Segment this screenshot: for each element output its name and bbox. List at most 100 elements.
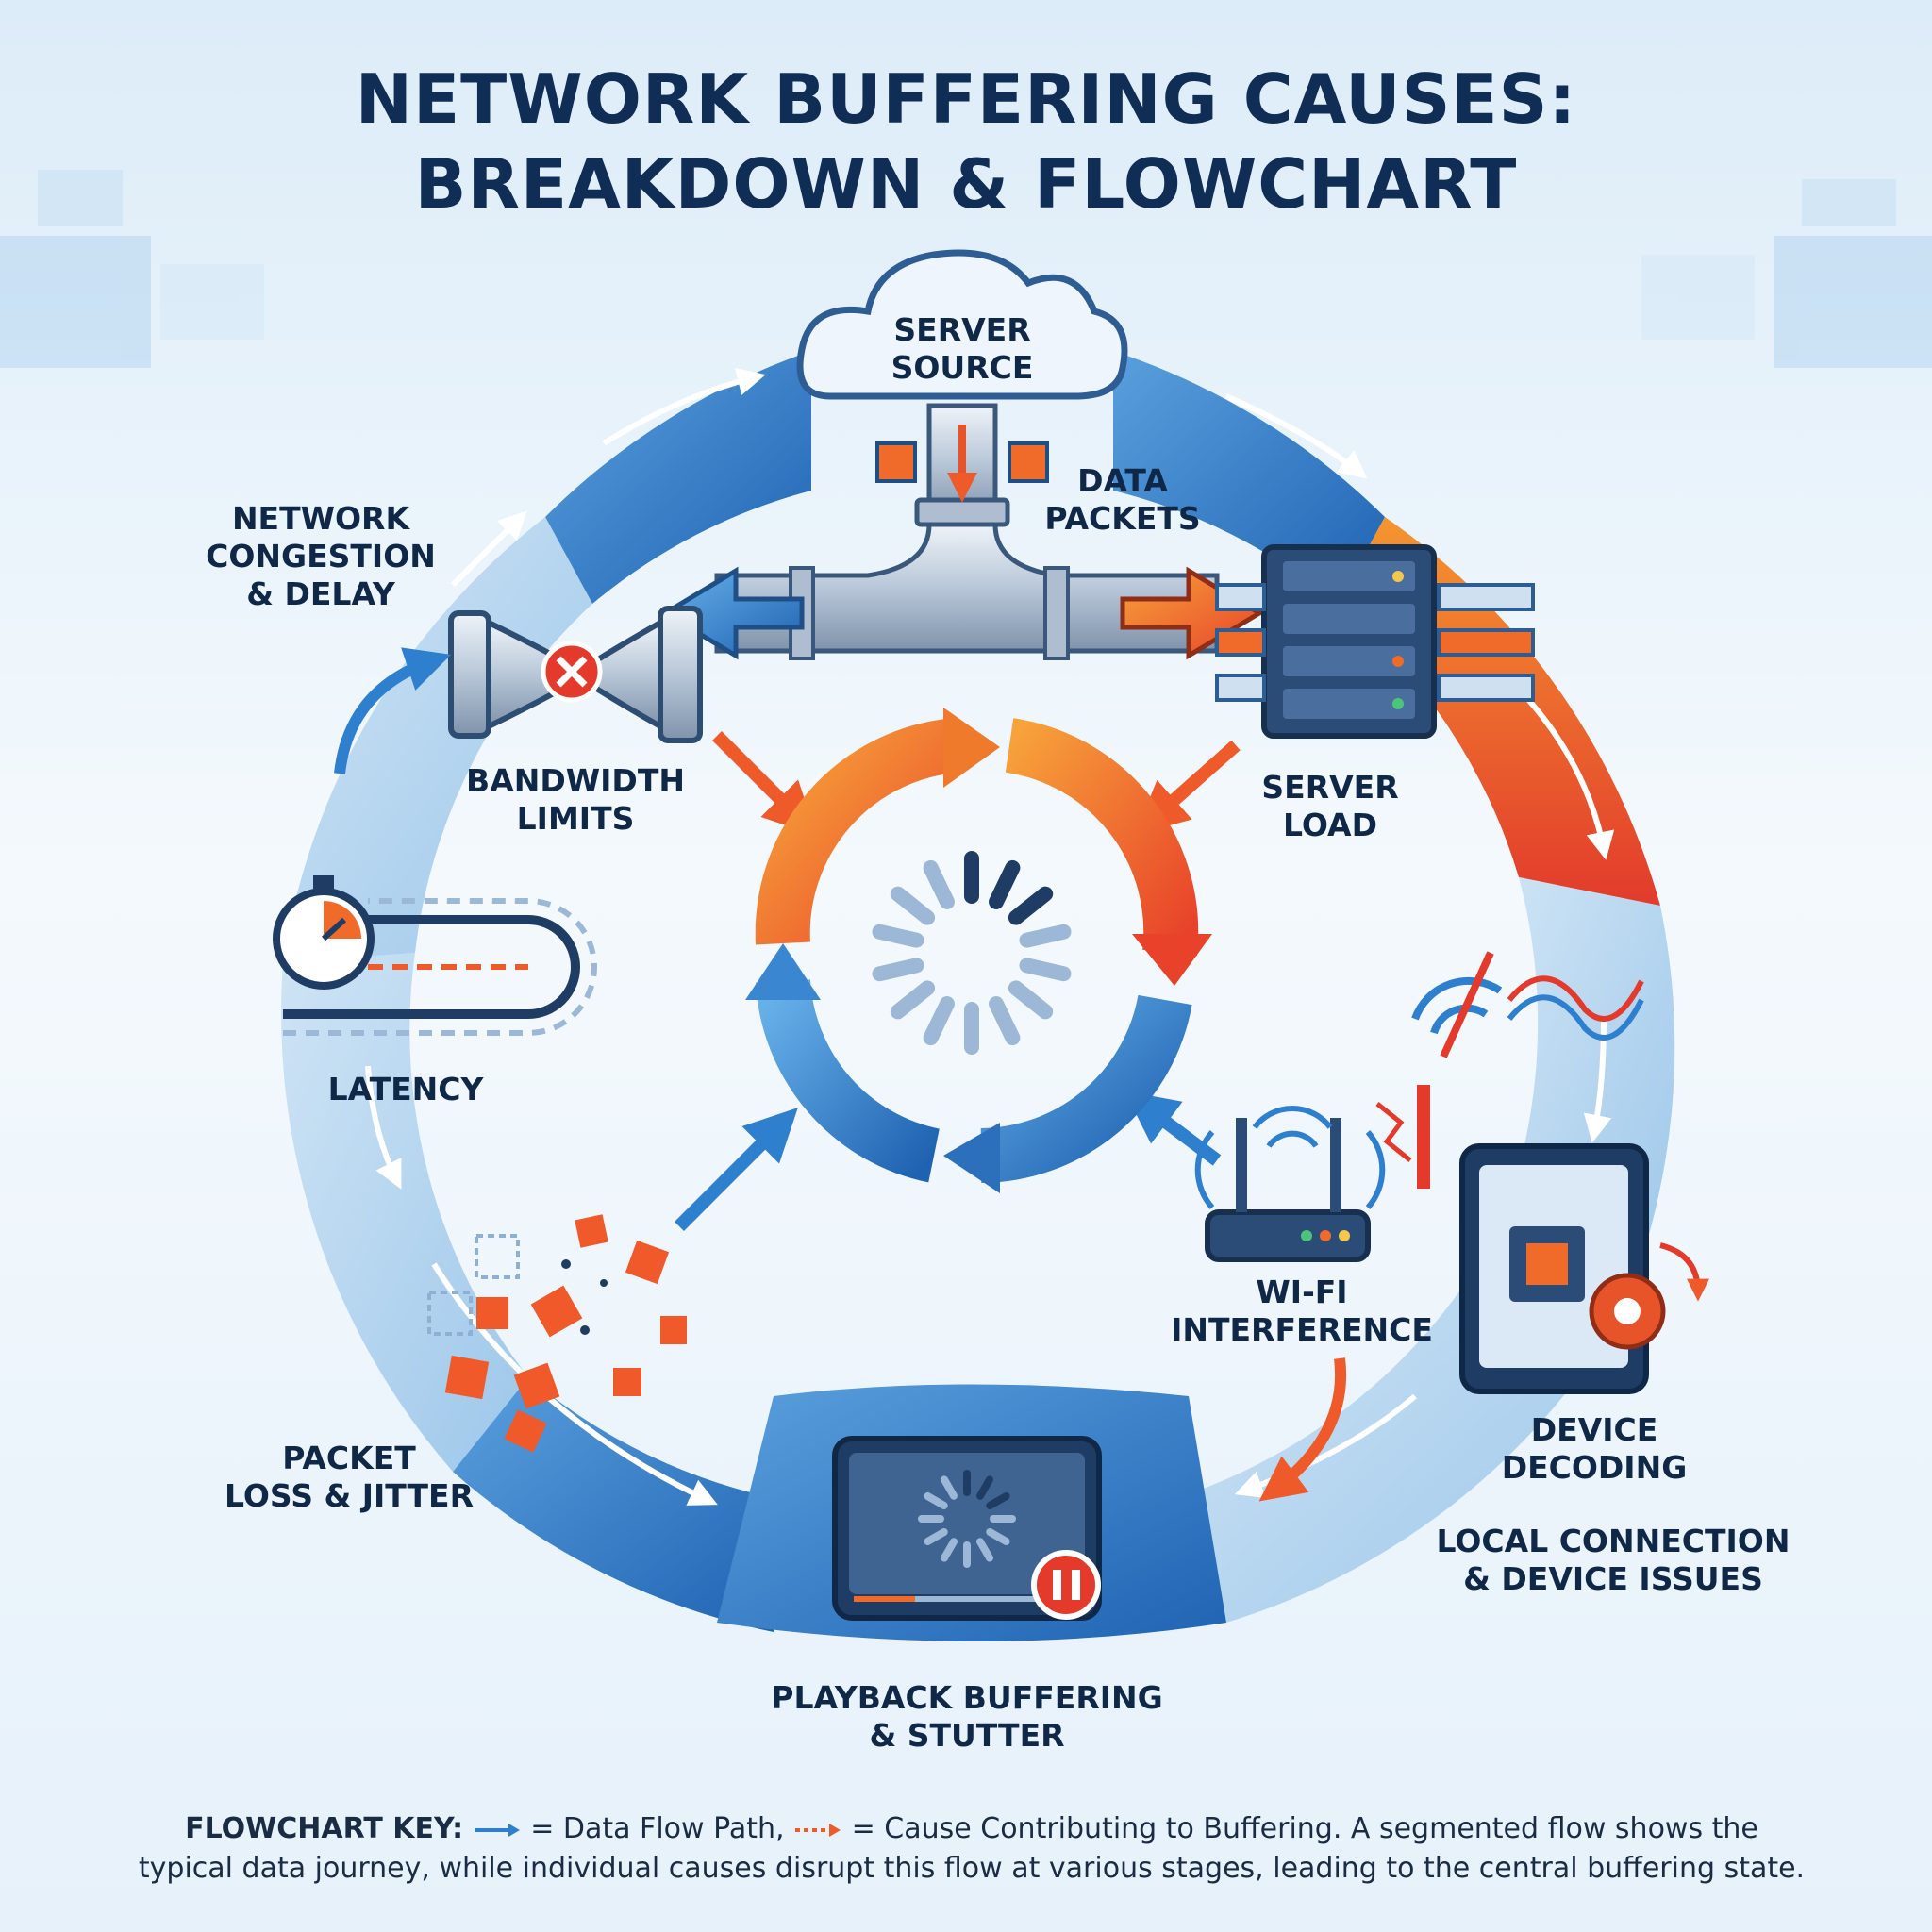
key-label: FLOWCHART KEY: — [185, 1812, 464, 1845]
buffering-cycle-icon — [745, 708, 1212, 1193]
spinner-tick — [923, 859, 955, 909]
spinner-tick — [986, 1528, 1010, 1545]
cloud-icon — [796, 249, 1128, 400]
spinner-tick — [890, 980, 936, 1020]
label-network-congestion: NETWORK CONGESTION & DELAY — [203, 500, 439, 613]
key-line-1: FLOWCHART KEY: = Data Flow Path, = Cause… — [94, 1809, 1849, 1849]
spinner-tick — [989, 996, 1021, 1046]
cycle-arrowhead — [745, 943, 821, 1000]
spinner-tick — [976, 1538, 993, 1562]
cause-arrow-server-load — [1135, 740, 1241, 835]
label-line: & STUTTER — [869, 1717, 1065, 1754]
spinner-tick — [923, 996, 955, 1046]
label-playback-buffering: PLAYBACK BUFFERING & STUTTER — [736, 1679, 1198, 1755]
cycle-arc-bottom-right — [980, 994, 1192, 1183]
label-line: WI-FI — [1256, 1274, 1348, 1310]
label-line: LOCAL CONNECTION — [1436, 1523, 1790, 1559]
key-line-2: typical data journey, while individual c… — [138, 1852, 1806, 1885]
data-flow-left-arrow — [660, 566, 805, 660]
label-line: LOAD — [1283, 807, 1377, 843]
spinner-tick — [872, 958, 924, 982]
label-local-connection: LOCAL CONNECTION & DEVICE ISSUES — [1415, 1523, 1811, 1598]
flow-arrow — [1224, 393, 1368, 479]
cycle-arrowhead — [943, 1123, 1000, 1193]
label-bandwidth-limits: BANDWIDTH LIMITS — [443, 762, 708, 838]
label-line: LOSS & JITTER — [225, 1477, 474, 1514]
label-line: SERVER — [1261, 769, 1399, 806]
label-line: SOURCE — [891, 349, 1034, 386]
spinner-tick — [1019, 924, 1072, 948]
title-line-2: BREAKDOWN & FLOWCHART — [414, 144, 1518, 224]
spinner-tick — [989, 859, 1021, 909]
label-server-source: SERVER SOURCE — [849, 311, 1075, 387]
label-line: LIMITS — [516, 800, 635, 837]
label-line: & DELAY — [246, 575, 395, 612]
flow-arrow — [602, 367, 766, 446]
bottleneck-icon — [448, 606, 703, 743]
server-rack-icon — [1215, 544, 1535, 739]
page-title: NETWORK BUFFERING CAUSES: BREAKDOWN & FL… — [0, 57, 1932, 226]
ring-segment-top-right — [1113, 351, 1385, 604]
cause-arrow-bandwidth — [712, 731, 817, 836]
label-line: PLAYBACK BUFFERING — [771, 1679, 1163, 1716]
label-line: DATA — [1077, 462, 1168, 499]
data-flow-right-arrow — [1120, 566, 1264, 660]
spinner-tick — [1019, 958, 1072, 982]
wifi-disrupted-icon — [1411, 951, 1644, 1058]
spinner-tick — [890, 886, 936, 925]
spinner-tick — [872, 924, 924, 948]
stopwatch-icon — [273, 875, 375, 990]
flow-arrow — [450, 510, 527, 588]
label-line: & DEVICE ISSUES — [1463, 1560, 1763, 1597]
decoding-arrow — [1659, 1242, 1709, 1302]
spinner-tick — [941, 1475, 958, 1500]
label-line: INTERFERENCE — [1171, 1311, 1433, 1348]
label-server-load: SERVER LOAD — [1236, 769, 1424, 844]
flow-arrow — [1583, 1018, 1612, 1143]
cycle-arc-top-left — [755, 718, 960, 945]
data-packet-icon — [875, 441, 1049, 483]
cause-arrow-local — [1258, 1357, 1347, 1502]
cycle-arrowhead — [1132, 934, 1212, 986]
spinner-tick — [924, 1528, 948, 1545]
latency-track — [283, 915, 580, 1019]
congestion-arrow — [334, 647, 452, 774]
data-flow-arrow-icon — [474, 1823, 520, 1837]
spinner-tick — [941, 1538, 958, 1562]
router-icon — [1194, 1085, 1430, 1262]
label-line: DECODING — [1501, 1449, 1688, 1486]
background-grid — [0, 170, 1932, 368]
label-line: BANDWIDTH — [466, 762, 685, 799]
cause-arrow-icon — [795, 1823, 841, 1837]
pipe-icon — [714, 403, 1220, 660]
label-data-packets: DATA PACKETS — [1028, 462, 1217, 538]
label-line: PACKETS — [1044, 500, 1201, 537]
flowchart-key: FLOWCHART KEY: = Data Flow Path, = Cause… — [94, 1809, 1849, 1889]
pause-icon — [1031, 1550, 1101, 1620]
spinner-tick — [986, 1492, 1010, 1509]
label-line: LATENCY — [327, 1071, 484, 1108]
cycle-arc-top-right — [1005, 718, 1199, 957]
tablet-icon — [1459, 1143, 1649, 1394]
video-player-icon — [832, 1436, 1102, 1621]
label-latency: LATENCY — [302, 1071, 509, 1108]
loading-spinner-icon — [872, 851, 1072, 1055]
cause-arrow-packet-loss — [675, 1108, 798, 1231]
gear-icon — [1589, 1273, 1666, 1350]
flow-arrow — [365, 1065, 402, 1190]
label-line: NETWORK — [231, 500, 410, 537]
ring-segment-top-left — [545, 351, 811, 604]
spinner-tick — [1008, 980, 1054, 1020]
spinner-tick — [924, 1492, 948, 1509]
label-line: DEVICE — [1530, 1411, 1658, 1448]
ring-segment-left-upper — [283, 517, 592, 962]
label-wifi-interference: WI-FI INTERFERENCE — [1160, 1274, 1443, 1349]
key-data-flow: = Data Flow Path, — [530, 1812, 785, 1845]
lost-packets-icon — [427, 1214, 687, 1453]
cause-arrow-wifi — [1124, 1091, 1222, 1166]
label-packet-loss: PACKET LOSS & JITTER — [208, 1440, 491, 1515]
label-line: PACKET — [282, 1440, 416, 1476]
cycle-arrowhead — [943, 708, 1000, 788]
label-device-decoding: DEVICE DECODING — [1500, 1411, 1689, 1487]
